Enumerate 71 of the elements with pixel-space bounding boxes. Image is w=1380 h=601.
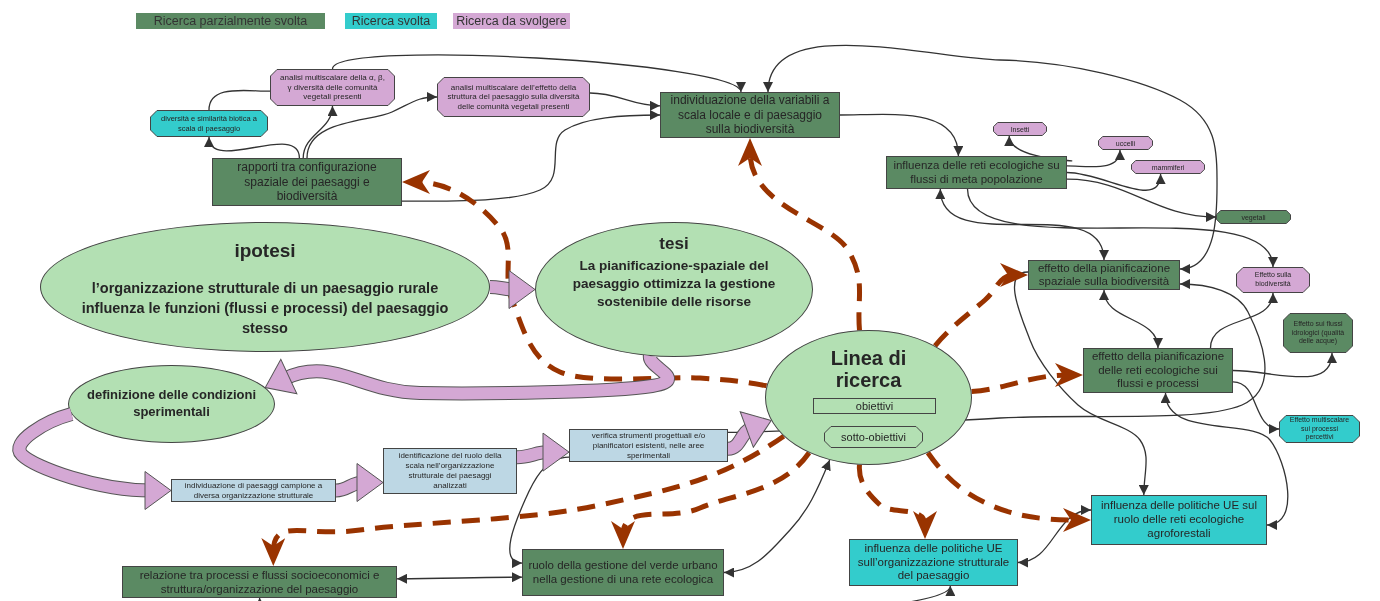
process-box xyxy=(886,156,1067,189)
octagon-box xyxy=(993,122,1047,136)
box-label: individuazione della variabili a scala locale e di paesaggio sulla biodiversità xyxy=(669,93,831,137)
dashed-arrow xyxy=(933,264,1028,348)
legend-label: Ricerca parzialmente svolta xyxy=(136,13,325,29)
arrow xyxy=(966,188,1275,268)
octagon-box xyxy=(1236,267,1310,293)
arrow xyxy=(1162,392,1289,529)
legend-label: Ricerca da svolgere xyxy=(453,13,570,29)
legend-label: Ricerca svolta xyxy=(345,13,437,29)
octagon-box xyxy=(1283,313,1353,353)
process-box xyxy=(1091,495,1267,545)
box-label: effetto della pianificazione delle reti ecologiche sui flussi e processi xyxy=(1090,349,1226,392)
process-box xyxy=(122,566,397,598)
dashed-arrow xyxy=(402,170,768,389)
box-label: definizione delle condizioni sperimentali xyxy=(86,387,257,421)
dashed-arrow xyxy=(971,363,1083,395)
process-box xyxy=(813,398,936,414)
arrow xyxy=(1232,381,1280,433)
octagon-box xyxy=(1216,210,1291,224)
arrow xyxy=(302,105,337,159)
arrow xyxy=(1066,149,1124,168)
arrow xyxy=(937,188,1107,261)
box-label: l’organizzazione strutturale di un paesaggio rurale influenza le funzioni (flussi e processi) del paesaggio stesso xyxy=(80,278,450,339)
arrow xyxy=(1066,178,1217,222)
arrow xyxy=(723,459,831,577)
process-box xyxy=(522,549,724,596)
heading-text: tesi xyxy=(659,233,689,255)
box-label: influenza delle politiche UE sul ruolo delle reti ecologiche agroforestali xyxy=(1100,499,1258,541)
arrow xyxy=(401,110,661,202)
box-label: rapporti tra configurazione spaziale dei paesaggi e biodiversità xyxy=(236,160,378,204)
arrow xyxy=(1100,289,1162,349)
arrow xyxy=(589,92,661,111)
box-label: obiettivi xyxy=(855,400,894,412)
arrow xyxy=(396,572,523,584)
process-box xyxy=(569,429,728,462)
process-box xyxy=(383,448,517,494)
heading-text: ipotesi xyxy=(234,239,296,263)
process-box xyxy=(171,479,336,502)
arrow xyxy=(306,92,438,159)
box-label: influenza delle reti ecologiche su flussi di meta popolazione xyxy=(892,158,1061,187)
box-label: identificazione del ruolo della scala nell’organizzazione strutturale dei paesaggi analizzati xyxy=(397,451,503,491)
box-label: relazione tra processi e flussi socioeconomici e struttura/organizzazione del paesaggio xyxy=(138,567,381,597)
arrow xyxy=(764,44,1218,273)
box-label: ruolo della gestione del verde urbano nella gestione di una rete ecologica xyxy=(527,558,719,587)
arrow xyxy=(1017,506,1092,567)
process-box xyxy=(849,539,1018,586)
octagon-box xyxy=(1279,415,1360,443)
box-label: sotto-obiettivi xyxy=(841,431,906,443)
dashed-arrow xyxy=(856,464,935,539)
box-label: effetto della pianificazione spaziale sulla biodiversità xyxy=(1036,261,1172,289)
octagon-box xyxy=(1131,160,1205,174)
arrow xyxy=(1013,271,1150,496)
arrow xyxy=(206,136,301,159)
octagon-box xyxy=(1098,136,1153,150)
dashed-arrow xyxy=(739,138,862,331)
dashed-arrow xyxy=(262,434,786,566)
arrow xyxy=(1209,292,1277,349)
arrow xyxy=(1232,352,1336,378)
box-label: La pianificazione-spaziale del paesaggio ottimizza la gestione sostenibile delle risorse xyxy=(571,256,777,311)
dashed-arrow xyxy=(925,451,1091,532)
box-label: influenza delle politiche UE sull’organizzazione strutturale del paesaggio xyxy=(856,541,1011,584)
box-label: verifica strumenti progettuali e/o pianificatori esistenti, nelle aree sperimentali xyxy=(590,430,707,461)
box-label: individuazione di paesaggi campione a diversa organizzazione strutturale xyxy=(183,480,324,501)
arrow xyxy=(839,113,963,157)
process-box xyxy=(212,158,402,206)
arrow xyxy=(1066,171,1165,191)
octagon-box xyxy=(824,426,923,448)
dashed-arrow xyxy=(612,451,812,549)
box-label: Linea di ricerca xyxy=(829,347,908,391)
process-box xyxy=(1028,260,1180,290)
